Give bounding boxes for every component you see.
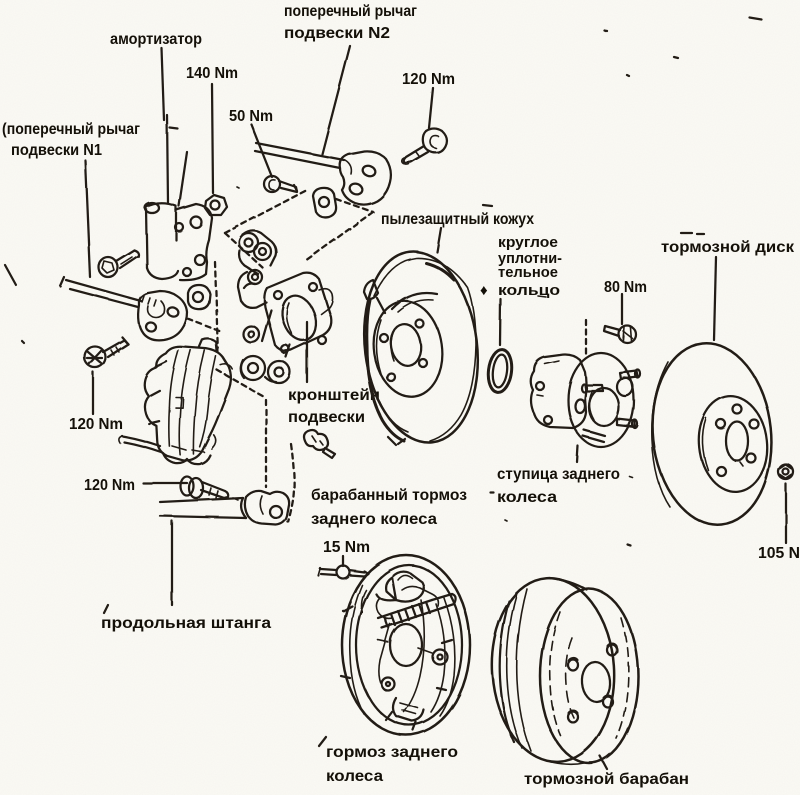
svg-text:колеса: колеса <box>326 768 383 785</box>
svg-text:поперечный рычаг: поперечный рычаг <box>284 3 417 20</box>
svg-text:подвески N1: подвески N1 <box>11 142 102 159</box>
svg-text:15 Nm: 15 Nm <box>323 539 370 556</box>
svg-text:120 Nm: 120 Nm <box>69 416 123 433</box>
svg-text:120 Nm: 120 Nm <box>84 477 135 494</box>
svg-text:гормоз заднего: гормоз заднего <box>326 744 458 761</box>
svg-text:пылезащитный кожух: пылезащитный кожух <box>381 211 534 228</box>
svg-text:заднего колеса: заднего колеса <box>311 511 437 528</box>
svg-text:кольцо: кольцо <box>498 282 560 299</box>
svg-text:барабанный тормоз: барабанный тормоз <box>311 487 467 504</box>
svg-text:тормозной диск: тормозной диск <box>661 239 795 256</box>
svg-text:подвески N2: подвески N2 <box>284 25 390 42</box>
svg-text:продольная штанга: продольная штанга <box>101 615 271 632</box>
svg-text:♦: ♦ <box>480 282 488 299</box>
svg-text:140 Nm: 140 Nm <box>186 65 238 82</box>
svg-text:(поперечный рычаг: (поперечный рычаг <box>2 121 140 138</box>
svg-text:тельное: тельное <box>498 264 558 281</box>
svg-text:уплотни-: уплотни- <box>498 250 562 267</box>
svg-text:тормозной барабан: тормозной барабан <box>524 771 689 788</box>
svg-text:амортизатор: амортизатор <box>110 31 202 48</box>
svg-text:50 Nm: 50 Nm <box>229 108 273 125</box>
svg-text:колеса: колеса <box>497 489 557 506</box>
svg-text:80 Nm: 80 Nm <box>604 279 647 296</box>
svg-text:ступица заднего: ступица заднего <box>497 466 620 483</box>
svg-text:кронштейн: кронштейн <box>288 387 380 404</box>
svg-text:120 Nm: 120 Nm <box>402 71 455 88</box>
svg-text:круглое: круглое <box>498 234 558 251</box>
svg-text:105 Nm: 105 Nm <box>758 545 800 562</box>
svg-text:подвески: подвески <box>288 409 365 426</box>
